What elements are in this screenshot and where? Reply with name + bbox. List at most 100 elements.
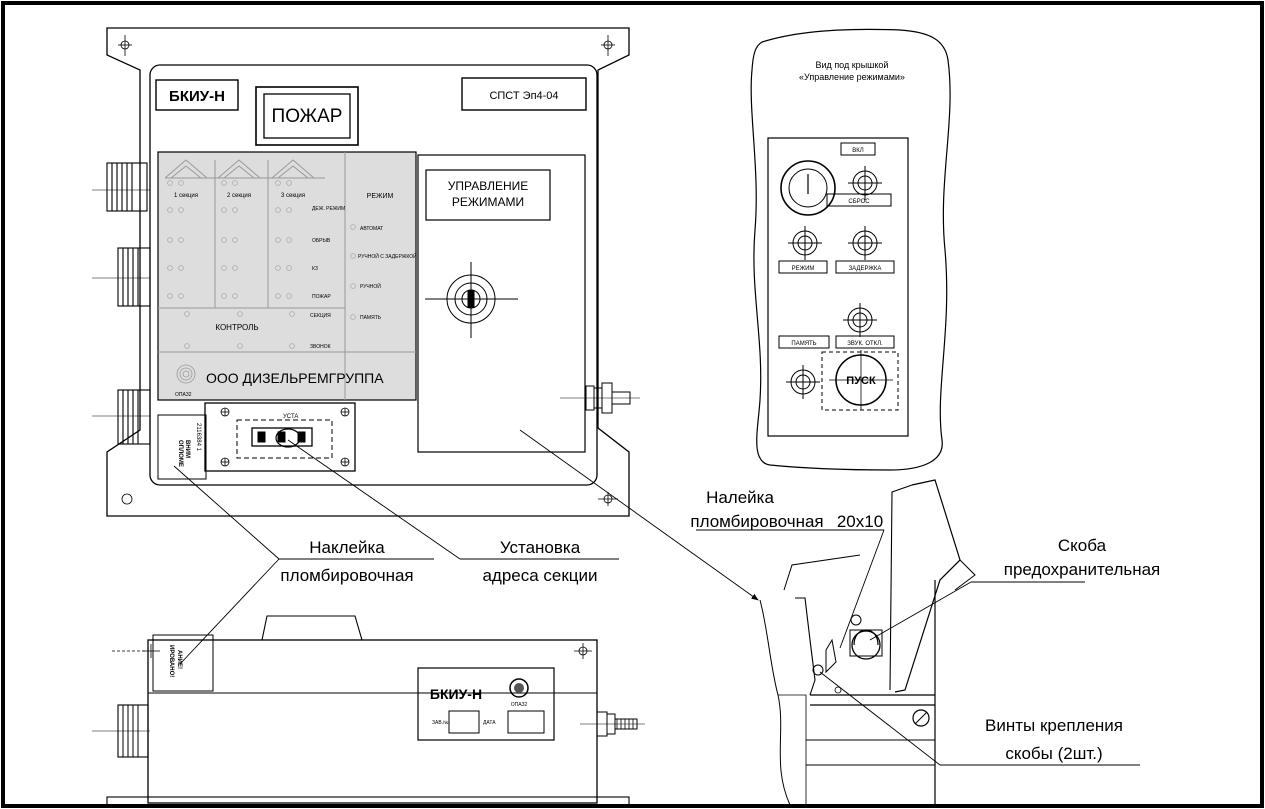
indicator-led <box>275 207 281 213</box>
inset-btn-vkl: ВКЛ <box>852 148 863 154</box>
mode-pamyat: ПАМЯТЬ <box>360 315 382 321</box>
indicator-led <box>232 265 238 271</box>
label-pozhar: ПОЖАР <box>272 106 343 127</box>
indicator-led <box>232 180 238 186</box>
callout-sticker2-line2: пломбировочная <box>690 512 823 531</box>
indicator-led <box>286 180 292 186</box>
inset-push-button <box>788 226 822 260</box>
inset-push-button <box>848 226 882 260</box>
indicator-led <box>275 265 281 271</box>
inset-push-button <box>786 365 820 399</box>
kontrol-zvonok: ЗВОНОК <box>310 344 331 350</box>
indicator-led <box>286 293 292 299</box>
callout-bracket-line1: Скоба <box>1058 536 1107 555</box>
indicator-led <box>178 180 184 186</box>
indicator-led <box>350 253 356 259</box>
status-kz: КЗ <box>312 266 318 272</box>
indicator-led <box>184 311 190 317</box>
side-small-mark: ОПАЗ2 <box>511 702 528 708</box>
callout-labels: Наклейка пломбировочная Установка адреса… <box>280 488 1160 763</box>
indicator-led <box>237 311 243 317</box>
rezhim-title: РЕЖИМ <box>367 193 394 200</box>
callout-bracket-line2: предохранительная <box>1004 560 1161 579</box>
inset-panel <box>750 28 951 471</box>
indicator-led <box>184 343 190 349</box>
indicator-led <box>221 293 227 299</box>
label-bkiu: БКИУ-Н <box>169 88 225 105</box>
inset-push-button <box>843 303 877 337</box>
indicator-led <box>221 207 227 213</box>
side-sticker-line2: ИРОВАНО! <box>168 645 174 677</box>
inset-btn-pamyat: ПАМЯТЬ <box>791 341 816 347</box>
inset-title-line2: «Управление режимами» <box>799 72 905 82</box>
inset-labels: Вид под крышкой «Управление режимами» ВК… <box>791 60 905 387</box>
indicator-led <box>289 311 295 317</box>
section-3-label: 3 секция <box>281 193 305 199</box>
indicator-led <box>275 237 281 243</box>
callout-address-line2: адреса секции <box>482 566 597 585</box>
inset-btn-zaderzhka: ЗАДЕРЖКА <box>849 266 882 272</box>
callout-address-line1: Установка <box>500 538 581 557</box>
side-labels: БКИУ-Н ОПАЗ2 ЗАВ.№ ДАТА АНИЕ! ИРОВАНО! <box>168 645 528 726</box>
front-small-mark: ОПАЗ2 <box>175 392 192 398</box>
address-plate-text: УСТА <box>283 414 298 420</box>
indicator-led <box>221 180 227 186</box>
indicator-led <box>167 265 173 271</box>
indicator-led <box>178 237 184 243</box>
indicator-led <box>286 207 292 213</box>
indicator-led <box>167 237 173 243</box>
section-2-label: 2 секция <box>227 193 251 199</box>
indicator-led <box>275 293 281 299</box>
leader-lines <box>173 429 1140 766</box>
indicator-led <box>232 293 238 299</box>
indicator-led <box>232 207 238 213</box>
callout-screws-line2: скобы (2шт.) <box>1005 744 1102 763</box>
inset-btn-zvuk: ЗВУК. ОТКЛ. <box>847 341 883 347</box>
side-view <box>92 615 645 808</box>
front-view <box>92 27 640 517</box>
callout-sticker2-size: 20х10 <box>837 512 883 531</box>
callout-sticker-line1: Наклейка <box>309 538 385 557</box>
indicator-led <box>221 265 227 271</box>
kontrol-sekciya: СЕКЦИЯ <box>310 313 331 319</box>
side-field-data: ДАТА <box>483 720 496 726</box>
mode-avtomat: АВТОМАТ <box>360 226 383 232</box>
indicator-led <box>178 265 184 271</box>
inset-btn-rezhim: РЕЖИМ <box>792 266 815 272</box>
mode-ruchnoy-zader: РУЧНОЙ С ЗАДЕРЖКОЙ <box>358 252 417 260</box>
mode-ruchnoy: РУЧНОЙ <box>360 282 381 290</box>
front-labels: БКИУ-Н ПОЖАР СПСТ Эп4-04 1 секция 2 секц… <box>169 88 558 467</box>
inset-title-line1: Вид под крышкой <box>816 60 889 70</box>
indicator-led <box>275 180 281 186</box>
inset-push-button <box>848 166 882 200</box>
front-sticker-line1: ВНИМ <box>184 440 190 458</box>
status-pozhar: ПОЖАР <box>312 294 331 300</box>
company-name: ООО ДИЗЕЛЬРЕМГРУППА <box>206 370 384 386</box>
indicator-led <box>232 237 238 243</box>
indicator-led <box>167 207 173 213</box>
indicator-led <box>167 180 173 186</box>
callout-sticker2-line1: Налейка <box>706 488 774 507</box>
label-spst: СПСТ Эп4-04 <box>489 90 558 102</box>
front-sticker-number: 2116384 1 <box>195 423 201 452</box>
front-sticker-line2: ОПЛОМЕ <box>177 440 183 467</box>
status-obryv: ОБРЫВ <box>312 238 331 244</box>
indicator-led <box>286 265 292 271</box>
indicator-led <box>167 293 173 299</box>
section-1-label: 1 секция <box>174 193 198 199</box>
inset-btn-pusk: ПУСК <box>846 375 876 387</box>
bracket-detail <box>759 479 976 806</box>
side-label-bkiu: БКИУ-Н <box>430 686 482 702</box>
callout-sticker-line2: пломбировочная <box>280 566 413 585</box>
control-cover-line2: РЕЖИМАМИ <box>452 195 524 209</box>
indicator-led <box>237 343 243 349</box>
indicator-led <box>286 237 292 243</box>
kontrol-title: КОНТРОЛЬ <box>215 323 258 332</box>
inset-btn-sbros: СБРОС <box>848 199 870 205</box>
status-dezh: ДЕЖ. РЕЖИМ <box>312 206 345 212</box>
indicator-led <box>350 224 356 230</box>
callout-screws-line1: Винты крепления <box>985 716 1123 735</box>
control-cover-line1: УПРАВЛЕНИЕ <box>448 179 529 193</box>
